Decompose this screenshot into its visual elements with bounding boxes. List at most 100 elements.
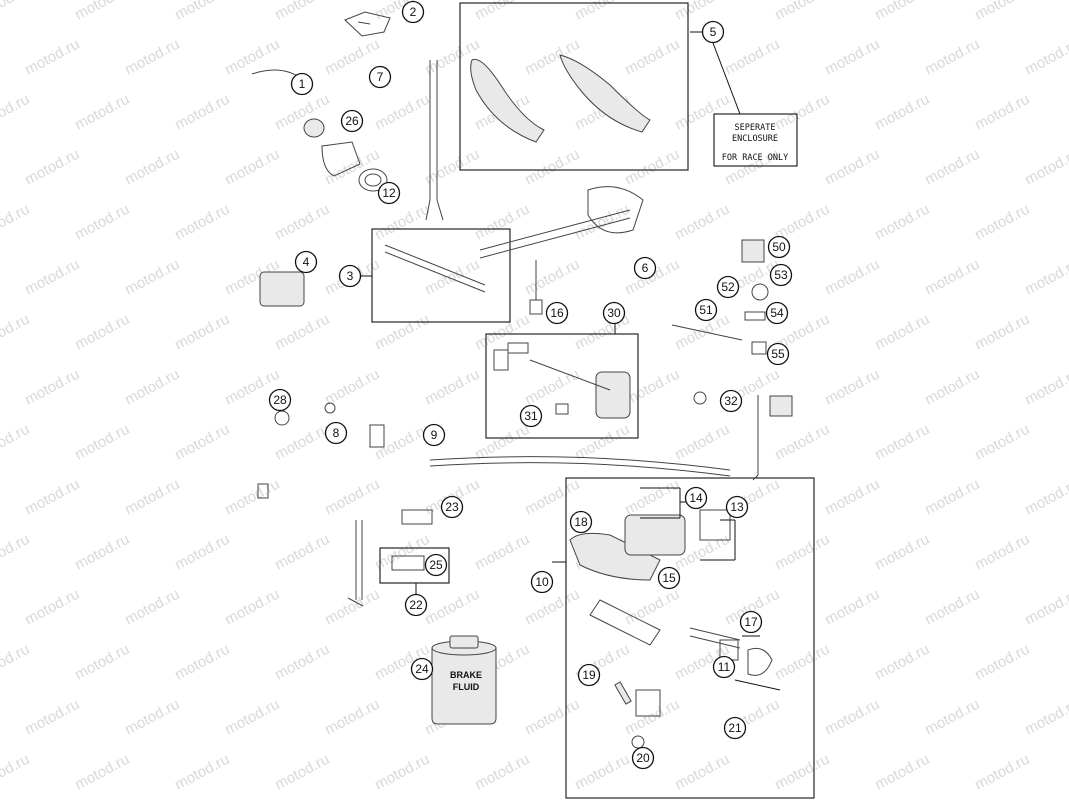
watermark-text: motod.ru	[172, 641, 232, 684]
callout-32: 32	[719, 389, 743, 413]
svg-text:8: 8	[333, 426, 340, 440]
watermark-text: motod.ru	[0, 0, 32, 24]
watermark-text: motod.ru	[172, 531, 232, 574]
watermark-text: motod.ru	[22, 36, 82, 79]
svg-text:11: 11	[718, 660, 731, 674]
callout-17: 17	[739, 610, 763, 634]
callout-20: 20	[631, 746, 655, 770]
svg-text:14: 14	[689, 491, 703, 505]
can-label-line-2: FLUID	[453, 682, 480, 692]
watermark-text: motod.ru	[0, 91, 32, 134]
watermark-text: motod.ru	[172, 201, 232, 244]
watermark-text: motod.ru	[1022, 146, 1069, 189]
callout-7: 7	[368, 65, 392, 89]
watermark-text: motod.ru	[0, 751, 32, 794]
watermark-text: motod.ru	[922, 36, 982, 79]
watermark-text: motod.ru	[872, 201, 932, 244]
watermark-text: motod.ru	[222, 586, 282, 629]
watermark-text: motod.ru	[122, 36, 182, 79]
svg-text:1: 1	[299, 77, 306, 91]
watermark-text: motod.ru	[272, 641, 332, 684]
watermark-text: motod.ru	[72, 91, 132, 134]
callout-25: 25	[424, 553, 448, 577]
watermark-text: motod.ru	[372, 531, 432, 574]
watermark-text: motod.ru	[322, 586, 382, 629]
watermark-text: motod.ru	[622, 366, 682, 409]
watermark-text: motod.ru	[372, 751, 432, 794]
watermark-text: motod.ru	[272, 311, 332, 354]
watermark-text: motod.ru	[1022, 256, 1069, 299]
watermark-text: motod.ru	[372, 311, 432, 354]
watermark-text: motod.ru	[972, 641, 1032, 684]
callout-9: 9	[422, 423, 446, 447]
svg-text:53: 53	[774, 268, 788, 282]
watermark-text: motod.ru	[422, 146, 482, 189]
watermark-text: motod.ru	[172, 91, 232, 134]
callout-28: 28	[268, 388, 292, 412]
watermark-text: motod.ru	[172, 421, 232, 464]
watermark-text: motod.ru	[522, 476, 582, 519]
watermark-text: motod.ru	[272, 421, 332, 464]
box-seal-kit	[379, 547, 450, 584]
watermark-text: motod.ru	[122, 146, 182, 189]
callout-6: 6	[633, 256, 657, 280]
watermark-text: motod.ru	[572, 751, 632, 794]
watermark-text: motod.ru	[622, 36, 682, 79]
watermark-text: motod.ru	[972, 311, 1032, 354]
callout-14: 14	[684, 486, 708, 510]
watermark-text: motod.ru	[172, 751, 232, 794]
watermark-text: motod.ru	[1022, 36, 1069, 79]
watermark-text: motod.ru	[422, 366, 482, 409]
watermark-text: motod.ru	[422, 586, 482, 629]
callout-55: 55	[766, 342, 790, 366]
svg-text:3: 3	[347, 269, 354, 283]
svg-text:25: 25	[429, 558, 443, 572]
callout-18: 18	[569, 510, 593, 534]
watermark-text: motod.ru	[272, 751, 332, 794]
svg-text:21: 21	[728, 721, 742, 735]
watermark-text: motod.ru	[722, 36, 782, 79]
callout-22: 22	[404, 593, 428, 617]
box-master-cylinder	[565, 477, 815, 799]
watermark-text: motod.ru	[322, 696, 382, 739]
svg-text:7: 7	[377, 70, 384, 84]
watermark-text: motod.ru	[522, 256, 582, 299]
watermark-text: motod.ru	[72, 311, 132, 354]
callout-30: 30	[602, 301, 626, 325]
watermark-text: motod.ru	[72, 0, 132, 24]
watermark-text: motod.ru	[222, 36, 282, 79]
svg-text:13: 13	[730, 500, 744, 514]
watermark-text: motod.ru	[22, 366, 82, 409]
watermark-text: motod.ru	[0, 201, 32, 244]
can-label-line-1: BRAKE	[450, 670, 482, 680]
svg-text:9: 9	[431, 428, 438, 442]
callout-50: 50	[767, 235, 791, 259]
watermark-text: motod.ru	[772, 641, 832, 684]
svg-text:15: 15	[662, 571, 676, 585]
brake-fluid-can: BRAKE FLUID	[431, 635, 497, 725]
svg-text:51: 51	[699, 303, 713, 317]
watermark-text: motod.ru	[972, 421, 1032, 464]
svg-text:18: 18	[574, 515, 588, 529]
watermark-text: motod.ru	[272, 531, 332, 574]
svg-text:55: 55	[771, 347, 785, 361]
watermark-text: motod.ru	[672, 751, 732, 794]
svg-text:12: 12	[382, 186, 396, 200]
watermark-text: motod.ru	[372, 201, 432, 244]
watermark-text: motod.ru	[122, 696, 182, 739]
watermark-text: motod.ru	[22, 146, 82, 189]
callouts: 1 2 3 4 5 6 7 8 9 10 11 12 13 14 15 16 1…	[268, 0, 793, 770]
callout-11: 11	[712, 655, 736, 679]
callout-19: 19	[577, 663, 601, 687]
watermark-text: motod.ru	[772, 91, 832, 134]
watermark-text: motod.ru	[72, 751, 132, 794]
enclosure-boxes	[371, 2, 815, 799]
watermark-text: motod.ru	[272, 0, 332, 24]
watermark-text: motod.ru	[872, 531, 932, 574]
watermark-text: motod.ru	[372, 91, 432, 134]
watermark-text: motod.ru	[872, 751, 932, 794]
watermark-text: motod.ru	[522, 146, 582, 189]
watermark-text: motod.ru	[922, 696, 982, 739]
watermark-text: motod.ru	[622, 146, 682, 189]
